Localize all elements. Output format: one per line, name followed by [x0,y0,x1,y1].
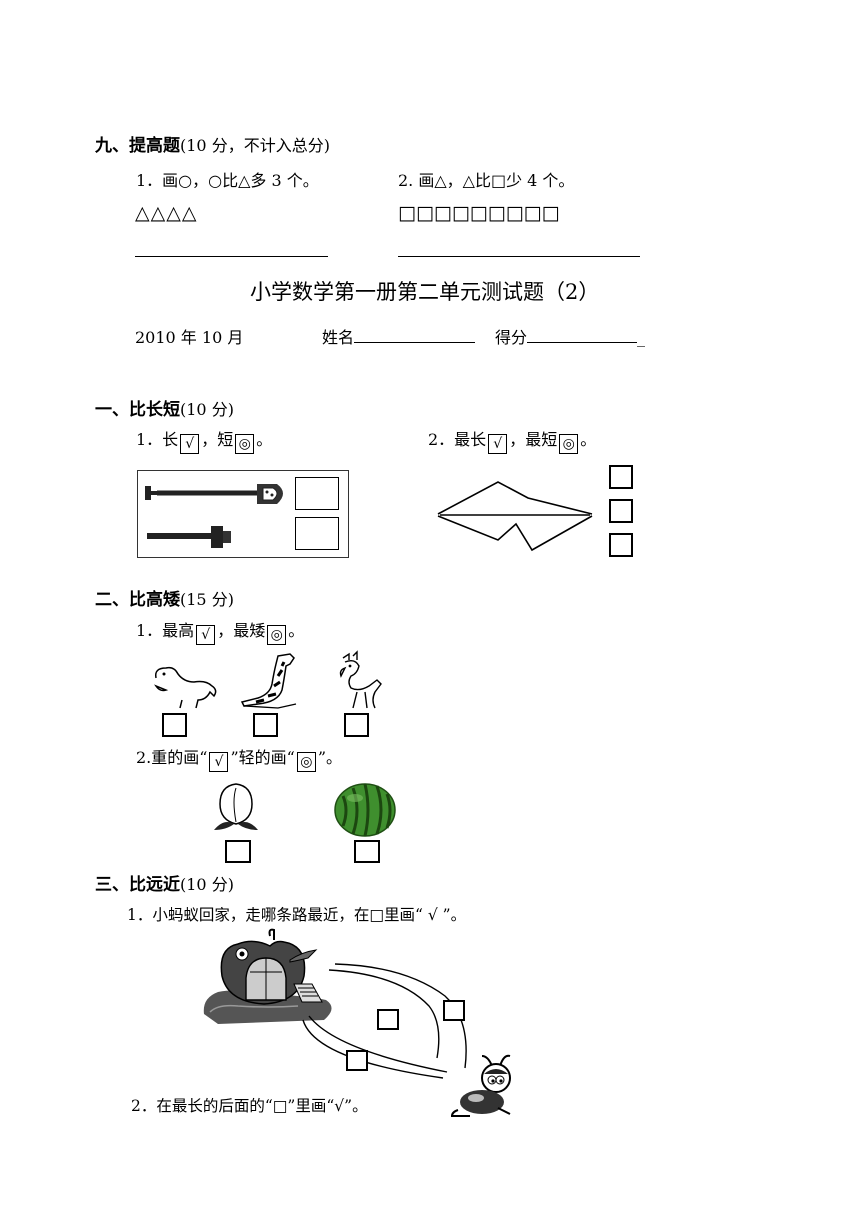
section1-heading-text: 一、比长短 [95,400,180,420]
deer-icon [339,650,382,709]
section2-q2-text-b: ”轻的画“ [230,748,295,767]
path-short-answer-box[interactable] [377,1009,399,1030]
hammer-icon [147,526,231,548]
watermelon-icon [334,783,396,837]
name-input-line[interactable] [354,328,476,343]
section2-q2-text-c: ”。 [317,748,343,767]
section3-q1: 1．小蚂蚁回家，走哪条路最近，在□里画“ √ ”。 [127,906,467,924]
section3-heading-text: 三、比远近 [95,875,180,895]
section2-points: (15 分) [180,590,234,609]
section9-heading: 九、提高题(10 分，不计入总分) [95,131,330,156]
path-lower-answer-box[interactable] [346,1050,368,1071]
path-long-answer-box[interactable] [443,1000,465,1021]
shovel-answer-box[interactable] [295,477,339,510]
section3-points: (10 分) [180,875,234,894]
paths-figure [302,963,467,1079]
section2-q2: 2.重的画“√”轻的画“◎”。 [136,744,342,772]
score-tail: _ [637,328,646,347]
section1-q1-text-b: ，短 [201,430,234,449]
circle-legend-box: ◎ [267,625,287,645]
section1-q2-text-c: 。 [580,430,597,449]
score-input-line[interactable] [527,328,638,343]
name-label: 姓名 [322,328,355,347]
check-legend-box: √ [196,625,216,645]
section2-heading-text: 二、比高矮 [95,590,180,610]
peach-icon [214,783,258,830]
shovel-icon [145,484,283,504]
section2-q1-text-a: 1．最高 [136,621,195,640]
section9-q2-answer-line[interactable] [398,256,640,257]
watermelon-answer-box[interactable] [354,840,380,863]
section1-q1: 1．长√，短◎。 [136,426,272,454]
section1-points: (10 分) [180,400,234,419]
section9-points: (10 分，不计入总分) [180,136,330,155]
lines-figure [437,481,593,552]
test-date: 2010 年 10 月 [135,328,244,347]
test-title: 小学数学第一册第二单元测试题（2） [250,280,600,304]
line-middle-answer-box[interactable] [609,499,633,523]
hammer-answer-box[interactable] [295,517,339,550]
check-legend-box: √ [488,434,508,454]
section1-q2: 2．最长√，最短◎。 [428,426,596,454]
peach-answer-box[interactable] [225,840,251,863]
check-legend-box: √ [209,752,229,772]
circle-legend-box: ◎ [559,434,579,454]
line-top-answer-box[interactable] [609,465,633,489]
ant-icon [450,1054,511,1117]
section9-q1: 1．画○，○比△多 3 个。 [136,171,319,190]
score-label: 得分 [495,328,528,347]
section2-q1-text-c: 。 [288,621,305,640]
section1-q1-text-a: 1．长 [136,430,179,449]
section9-q1-triangles: △△△△ [135,202,198,224]
section1-heading: 一、比长短(10 分) [95,395,234,420]
section9-q2-squares: □□□□□□□□□ [398,202,560,224]
check-legend-box: √ [180,434,200,454]
section3-q2: 2．在最长的后面的“□”里画“√”。 [131,1097,368,1115]
section9-heading-text: 九、提高题 [95,136,180,156]
section3-heading: 三、比远近(10 分) [95,870,234,895]
section2-q1: 1．最高√，最矮◎。 [136,617,304,645]
section1-q1-text-c: 。 [256,430,273,449]
dog-icon [154,666,217,709]
dog-answer-box[interactable] [162,713,187,737]
giraffe-answer-box[interactable] [253,713,278,737]
line-bottom-answer-box[interactable] [609,533,633,557]
deer-answer-box[interactable] [344,713,369,737]
section9-q1-answer-line[interactable] [135,256,328,257]
name-field: 姓名 [322,324,476,348]
tools-frame [137,470,349,558]
giraffe-icon [240,653,297,709]
circle-legend-box: ◎ [296,752,316,772]
section2-q1-text-b: ，最矮 [217,621,266,640]
section9-q2: 2. 画△，△比□少 4 个。 [398,171,575,190]
section1-q2-text-a: 2．最长 [428,430,487,449]
score-field: 得分 _ [495,324,645,348]
apple-house-icon [203,928,332,1024]
section2-heading: 二、比高矮(15 分) [95,585,234,610]
circle-legend-box: ◎ [235,434,255,454]
section1-q2-text-b: ，最短 [509,430,558,449]
section2-q2-text-a: 2.重的画“ [136,748,208,767]
